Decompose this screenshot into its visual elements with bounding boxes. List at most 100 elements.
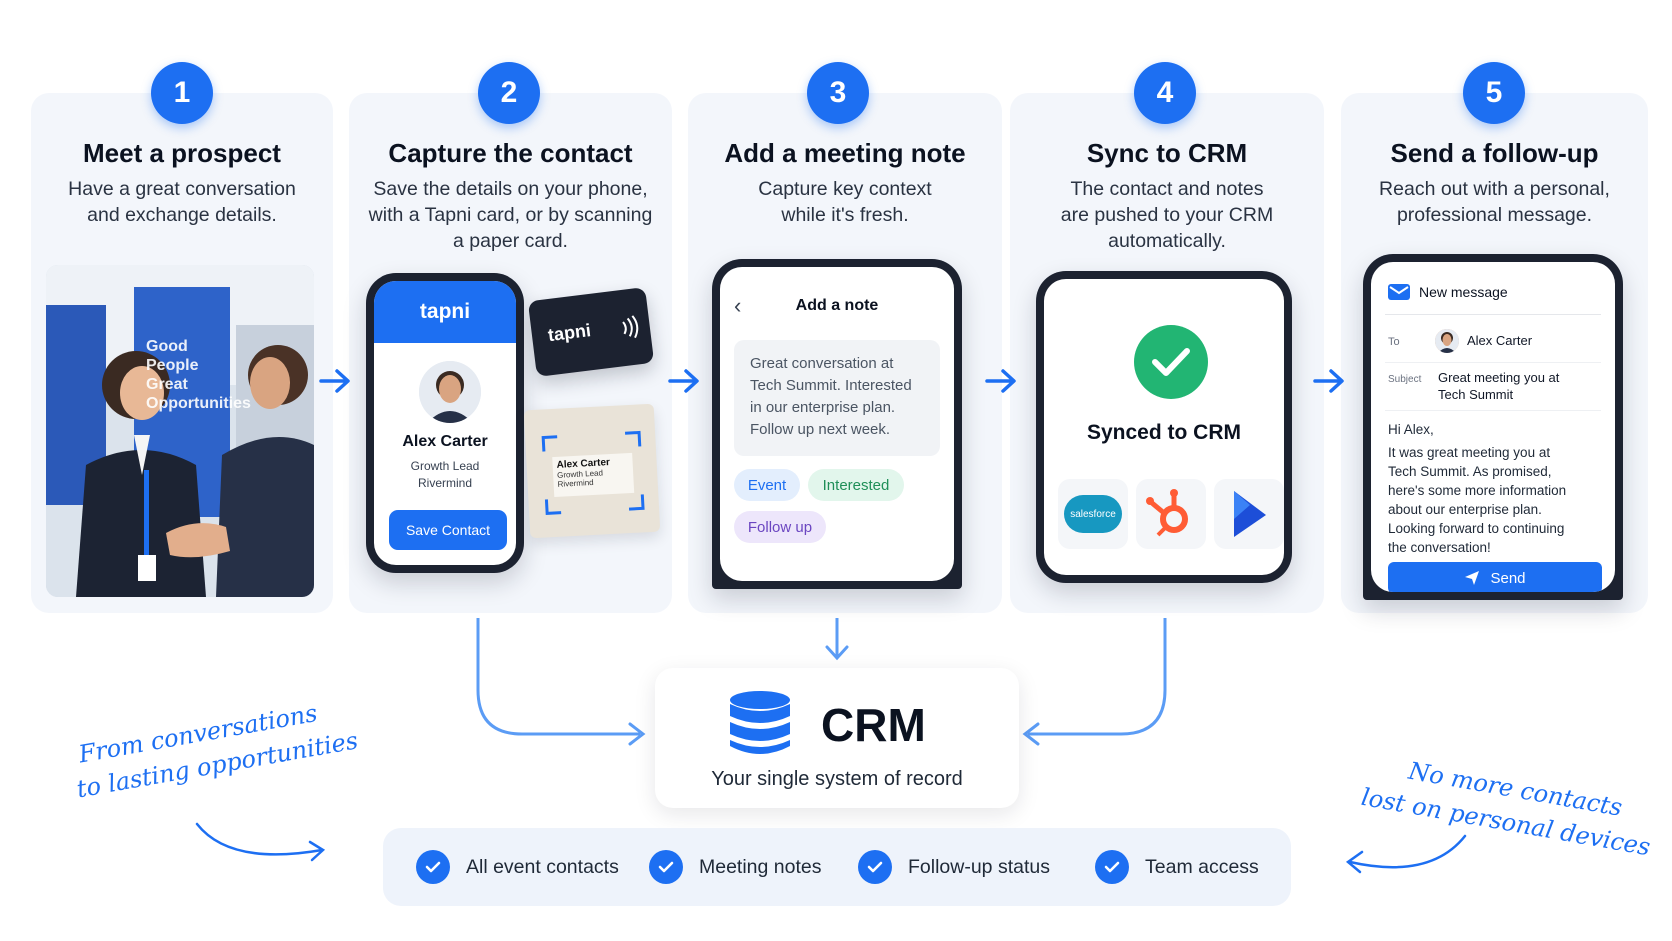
feature-label: Meeting notes [699,855,822,878]
banner-line: People [146,357,199,374]
step-5-title: Send a follow-up [1390,138,1599,168]
desc-line: professional message. [1396,204,1593,226]
paper-plane-icon [1465,571,1480,585]
feature-label: Team access [1145,855,1259,878]
subject-line: Great meeting you at [1438,370,1560,385]
step-5-description: Reach out with a personal, professional … [1341,176,1648,228]
nfc-icon [622,315,639,339]
body-line: here's some more information [1388,483,1567,498]
desc-line: a paper card. [453,230,568,252]
step-2-number: 2 [478,62,540,124]
send-button[interactable]: Send [1388,562,1602,592]
to-label: To [1388,336,1400,348]
note-line: Follow up next week. [750,421,891,438]
recipient-avatar [1435,329,1459,353]
connector-left [476,618,640,736]
body-line: about our enterprise plan. [1388,502,1542,517]
step-1-description: Have a great conversation and exchange d… [31,176,333,228]
note-phone: ‹ Add a note Great conversation at Tech … [712,259,962,589]
contact-name: Alex Carter [402,433,488,450]
paper-card: Alex Carter Growth Lead Rivermind [523,403,661,539]
send-label: Send [1490,569,1526,587]
curly-arrow-left [195,822,324,856]
crm-hub: CRM Your single system of record [655,668,1019,808]
tag-interested[interactable]: Interested [808,469,904,501]
feature-label: Follow-up status [908,855,1050,878]
banner-line: Great [146,376,188,393]
dynamics-logo [1214,479,1284,549]
body-line: the conversation! [1388,540,1491,555]
back-chevron-icon[interactable]: ‹ [734,293,742,318]
crm-subtitle: Your single system of record [711,768,963,790]
connector-left-head [628,722,646,746]
tag-event[interactable]: Event [734,469,800,501]
desc-line: Reach out with a personal, [1379,178,1610,200]
arrow-right-icon [985,369,1016,393]
arrow-right-icon [1313,369,1344,393]
note-screen-title: Add a note [795,297,879,314]
desc-line: The contact and notes [1070,178,1264,200]
step-3-number: 3 [807,62,869,124]
feature-all-event-contacts: All event contacts [416,848,619,886]
contact-avatar [419,361,481,423]
note-line: Great conversation at [750,355,894,372]
step-4-number: 4 [1134,62,1196,124]
subject-label: Subject [1388,374,1422,385]
subject-field[interactable]: Great meeting you at Tech Summit [1438,369,1559,403]
salesforce-cloud-icon: salesforce [1064,495,1122,533]
step-5-number: 5 [1463,62,1525,124]
desc-line: Capture key context [758,178,932,200]
hubspot-icon [1146,489,1188,537]
sync-phone-screen: Synced to CRM salesforce [1044,279,1284,575]
save-contact-button[interactable]: Save Contact [389,510,507,550]
success-check-icon [1134,325,1208,399]
curly-arrow-right [1348,834,1467,869]
desc-line: with a Tapni card, or by scanning [368,204,653,226]
body-line: It was great meeting you at [1388,445,1551,460]
check-icon [858,850,892,884]
app-header: tapni [374,281,516,343]
contact-role: Growth Lead [410,459,480,473]
note-phone-screen: ‹ Add a note Great conversation at Tech … [720,267,954,581]
salesforce-logo: salesforce [1058,479,1128,549]
scan-corners-icon [541,430,645,515]
step-4-title: Sync to CRM [1086,138,1248,168]
feature-label: All event contacts [466,855,619,878]
salesforce-label: salesforce [1070,508,1116,520]
recipient-name: Alex Carter [1467,333,1533,348]
avatar-illustration [419,361,481,423]
database-icon [730,691,790,754]
to-divider [1385,362,1601,363]
contact-company: Rivermind [417,476,472,490]
message-body[interactable]: Hi Alex, It was great meeting you at Tec… [1388,420,1608,557]
feature-team-access: Team access [1095,848,1259,886]
followup-phone-screen: New message To Alex Carter Subject Great… [1371,262,1615,592]
curly-arrow-right-head [1345,850,1364,874]
banner-text: Good People Great Opportunities [146,337,251,413]
checkmark-icon [1152,348,1190,376]
note-line: in our enterprise plan. [750,399,896,416]
crm-title: CRM [821,699,926,751]
capture-phone: tapni Alex Carter Growth Lead Rivermind … [366,273,524,573]
desc-line: are pushed to your CRM [1060,204,1274,226]
step-3-description: Capture key context while it's fresh. [688,176,1002,228]
desc-line: while it's fresh. [781,204,909,226]
check-icon [649,850,683,884]
step-1-title: Meet a prospect [83,138,281,168]
desc-line: Save the details on your phone, [373,178,648,200]
step-4-description: The contact and notes are pushed to your… [1010,176,1324,254]
app-brand: tapni [419,300,471,323]
arrow-right-icon [319,369,350,393]
banner-line: Good [146,338,188,355]
check-icon [1095,850,1129,884]
desc-line: automatically. [1108,230,1226,252]
step-2-description: Save the details on your phone, with a T… [349,176,672,254]
capture-phone-screen: tapni Alex Carter Growth Lead Rivermind … [374,281,516,565]
note-text-area[interactable]: Great conversation at Tech Summit. Inter… [734,340,940,456]
greeting: Hi Alex, [1388,422,1434,437]
tag-follow-up[interactable]: Follow up [734,511,826,543]
desc-line: Have a great conversation [68,178,296,200]
sync-status: Synced to CRM [1086,421,1241,444]
step-3-title: Add a meeting note [724,138,966,168]
